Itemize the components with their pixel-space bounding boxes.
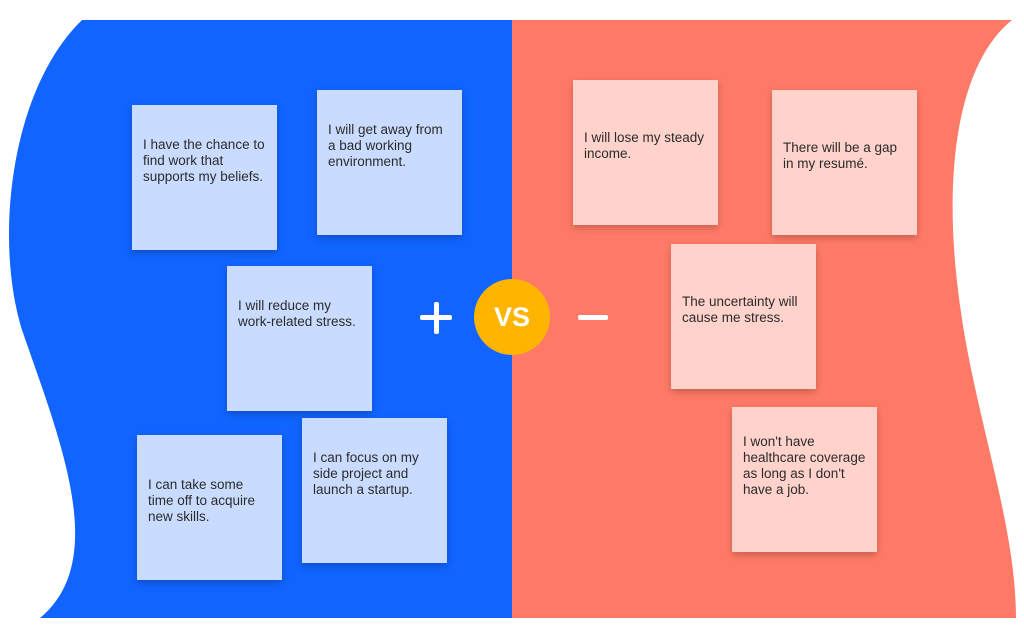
pro-note-5[interactable]: I can focus on my side project and launc… bbox=[302, 418, 447, 563]
minus-icon bbox=[578, 302, 610, 334]
con-note-3[interactable]: The uncertainty will cause me stress. bbox=[671, 244, 816, 389]
pro-note-3[interactable]: I will reduce my work-related stress. bbox=[227, 266, 372, 411]
pro-note-4[interactable]: I can take some time off to acquire new … bbox=[137, 435, 282, 580]
plus-icon bbox=[420, 302, 452, 334]
con-note-1[interactable]: I will lose my steady income. bbox=[573, 80, 718, 225]
pro-note-1[interactable]: I have the chance to find work that supp… bbox=[132, 105, 277, 250]
con-note-2[interactable]: There will be a gap in my resumé. bbox=[772, 90, 917, 235]
pro-note-2[interactable]: I will get away from a bad working envir… bbox=[317, 90, 462, 235]
vs-badge: VS bbox=[474, 279, 550, 355]
vs-label: VS bbox=[493, 301, 531, 332]
con-note-4[interactable]: I won't have healthcare coverage as long… bbox=[732, 407, 877, 552]
